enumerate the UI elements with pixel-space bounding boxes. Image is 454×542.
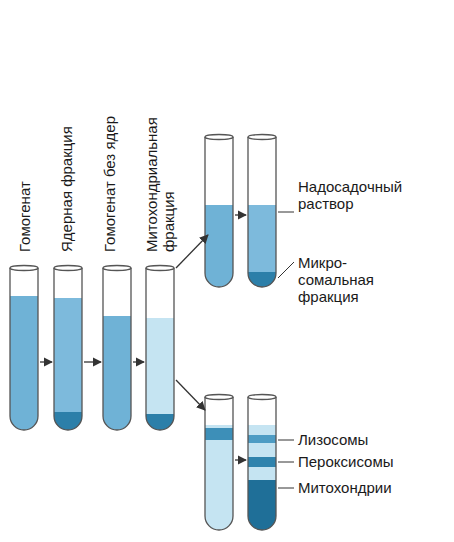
- layer-label: Надосадочный раствор: [298, 178, 438, 212]
- leader-lines: [278, 212, 294, 488]
- organelle-label: Лизосомы: [298, 431, 368, 448]
- organelle-label: Митохондрии: [298, 479, 392, 496]
- organelle-label: Пероксисомы: [298, 453, 394, 470]
- fraction-label: Гомогенат: [16, 181, 33, 252]
- tube-liquids: [10, 205, 276, 535]
- fraction-label: Ядерная фракция: [58, 126, 75, 252]
- fraction-label: Гомогенат без ядер: [101, 116, 118, 252]
- layer-label: Микро- сомальная фракция: [298, 254, 408, 305]
- fraction-label: Митохондриальная фракция: [143, 112, 177, 252]
